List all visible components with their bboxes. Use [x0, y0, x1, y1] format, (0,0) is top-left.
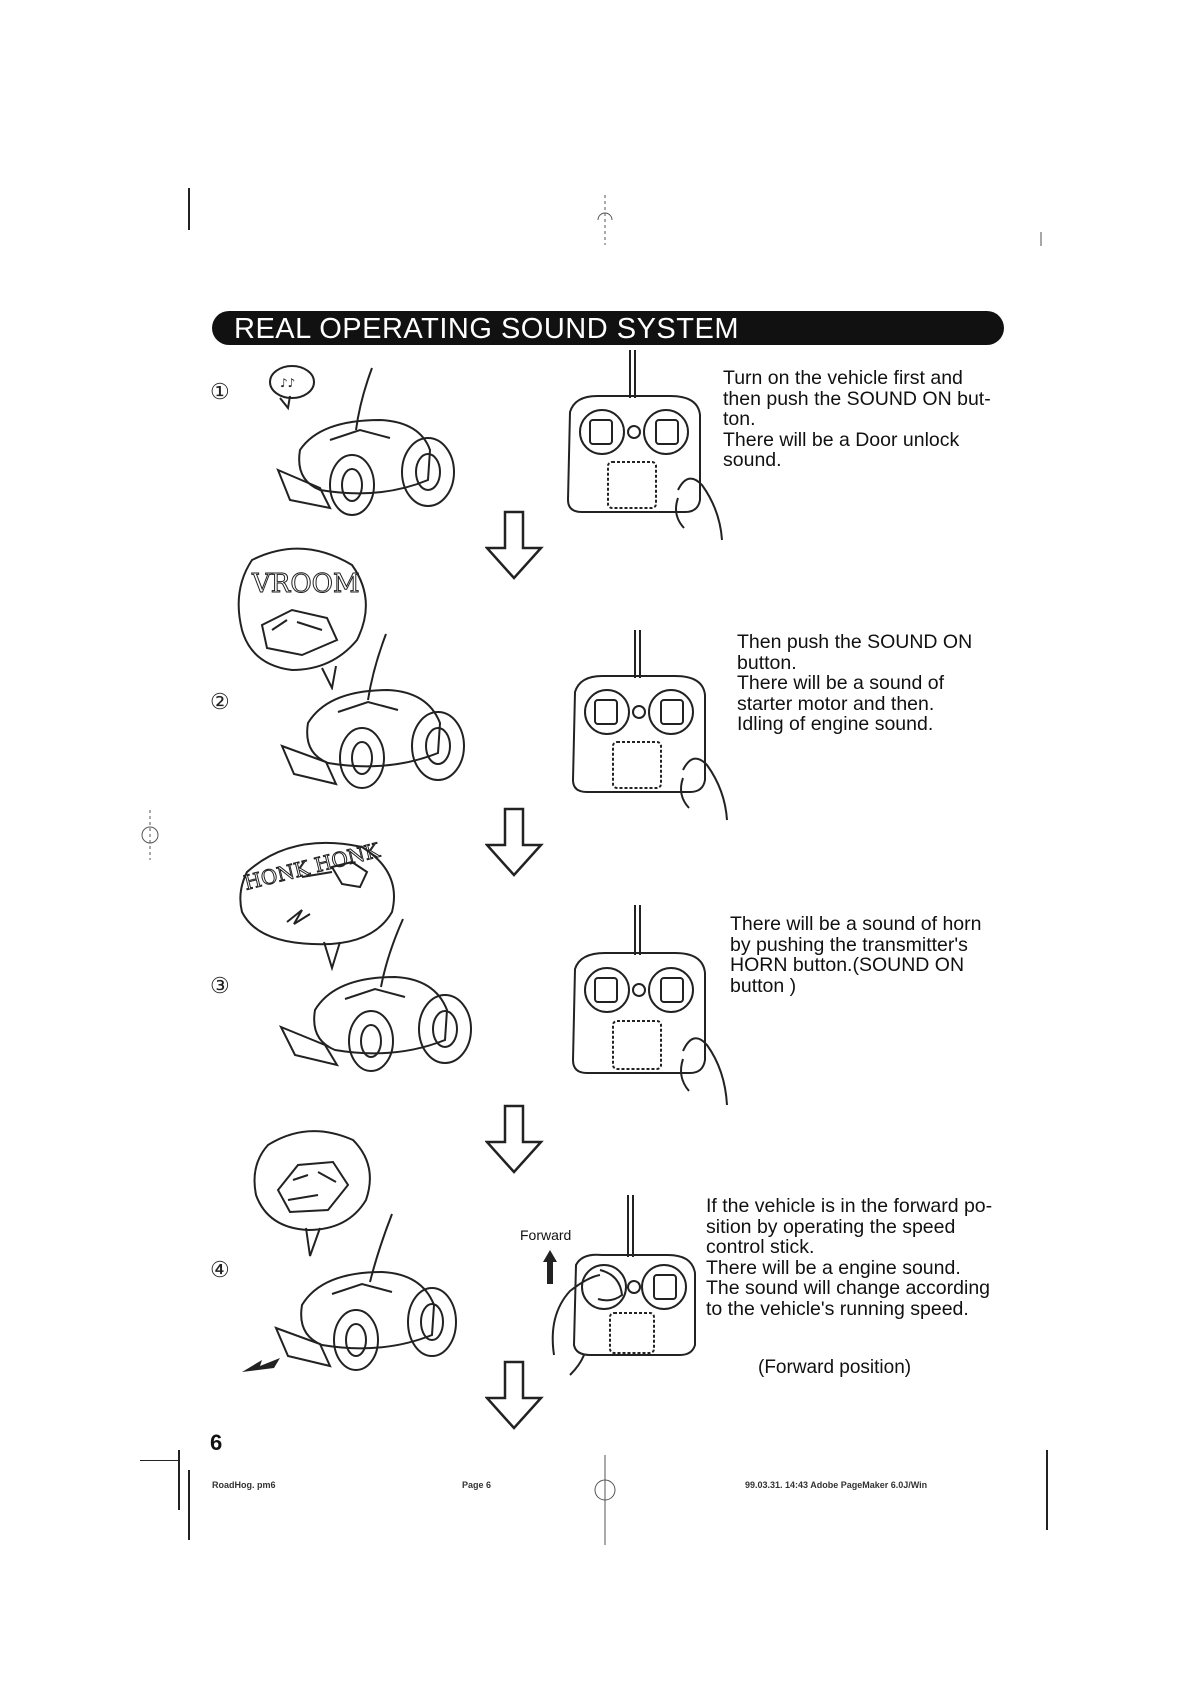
forward-caption: (Forward position) — [758, 1357, 912, 1378]
step-text: Then push the SOUND ON button. There wil… — [737, 631, 973, 735]
step-text: Turn on the vehicle first and then push … — [723, 367, 991, 471]
down-arrow-icon — [485, 510, 544, 580]
down-arrow-icon — [485, 1360, 544, 1430]
step-number: ① — [210, 380, 230, 405]
step-number: ④ — [210, 1258, 230, 1283]
page-title: REAL OPERATING SOUND SYSTEM — [234, 313, 739, 345]
speech-bubble: VROOM — [237, 547, 367, 690]
step-number: ② — [210, 690, 230, 715]
down-arrow-icon — [485, 1104, 544, 1174]
footer-page: Page 6 — [462, 1480, 492, 1490]
step-text: If the vehicle is in the forward po- sit… — [706, 1195, 993, 1320]
transmitter-icon — [551, 1195, 696, 1376]
registration-mark-icon — [597, 195, 613, 245]
title-banner: REAL OPERATING SOUND SYSTEM — [212, 311, 1004, 345]
vehicle-illustration — [280, 633, 465, 789]
vehicle-illustration — [278, 918, 472, 1072]
crop-mark-bottom-left — [178, 1450, 180, 1510]
speech-bubble: HONK HONK — [239, 837, 395, 972]
crop-mark-bottom-left-h — [140, 1460, 180, 1461]
step-text: There will be a sound of horn by pushing… — [730, 913, 982, 997]
registration-mark-icon — [141, 810, 159, 860]
registration-mark-icon — [594, 1455, 616, 1545]
bubble-text: HONK HONK — [241, 838, 383, 895]
step-number: ③ — [210, 974, 230, 999]
footer-filename: RoadHog. pm6 — [212, 1480, 276, 1490]
speech-bubble — [253, 1130, 371, 1257]
forward-label: Forward — [520, 1227, 572, 1243]
crop-mark-bottom-right — [1046, 1450, 1048, 1530]
crop-mark-top-right — [1040, 232, 1042, 246]
crop-mark-top-left — [188, 188, 190, 230]
transmitter-icon — [571, 630, 728, 821]
vehicle-illustration — [242, 1213, 457, 1372]
svg-text:♪♪: ♪♪ — [280, 376, 295, 390]
bubble-text: VROOM — [251, 569, 360, 599]
crop-mark-bottom-left-2 — [188, 1470, 190, 1540]
forward-arrow-icon — [543, 1250, 557, 1284]
footer-timestamp: 99.03.31. 14:43 Adobe PageMaker 6.0J/Win — [745, 1480, 928, 1490]
down-arrow-icon — [485, 807, 544, 877]
vehicle-illustration: ♪♪ — [269, 365, 455, 516]
transmitter-icon — [571, 905, 728, 1106]
transmitter-icon — [566, 350, 723, 541]
page-number: 6 — [210, 1430, 223, 1455]
